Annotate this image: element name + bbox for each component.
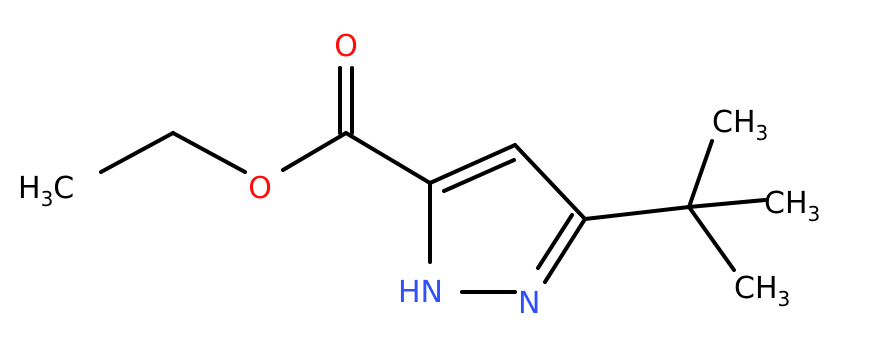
- atom-labels: O O H3C HN N CH3 CH3 CH3: [18, 29, 820, 321]
- ch3-ethyl-c: C: [53, 171, 74, 206]
- ch3-ethyl-h: H: [18, 171, 41, 206]
- bond-ch2-o: [171, 131, 247, 174]
- ch3-top-ch: CH: [712, 105, 756, 140]
- atom-ch3-bot: CH3: [734, 271, 790, 311]
- atom-o-ester: O: [248, 171, 272, 206]
- bond-c3-n2: [543, 217, 587, 284]
- atom-o-carbonyl: O: [334, 29, 358, 64]
- bond-o-carbonyl-c: [281, 131, 348, 172]
- bond-ch3-ch2: [99, 131, 175, 174]
- bond-c5-c4: [428, 143, 517, 185]
- ch3-mid-subscript: 3: [808, 202, 821, 226]
- ch3-bot-ch: CH: [734, 271, 778, 306]
- bond-carbonyl-c5: [344, 131, 432, 185]
- bond-c5-c4-inner: [442, 158, 516, 193]
- atom-ch3-ethyl: H3C: [18, 171, 74, 211]
- bond-cq-ch3-mid: [687, 198, 767, 209]
- atom-nh: HN: [398, 275, 443, 310]
- atom-n: N: [518, 286, 540, 321]
- ch3-ethyl-subscript: 3: [41, 187, 54, 211]
- bond-c3-cq: [583, 205, 691, 221]
- bond-c4-c3: [513, 143, 587, 221]
- bond-c3-n2-inner: [536, 213, 574, 270]
- ch3-mid-ch: CH: [764, 186, 808, 221]
- atom-ch3-mid: CH3: [764, 186, 820, 226]
- ch3-top-subscript: 3: [756, 121, 769, 145]
- bond-cq-ch3-top: [687, 139, 714, 209]
- bonds: [99, 66, 767, 294]
- ch3-bot-subscript: 3: [778, 287, 791, 311]
- bond-cq-ch3-bot: [687, 205, 736, 272]
- atom-ch3-top: CH3: [712, 105, 768, 145]
